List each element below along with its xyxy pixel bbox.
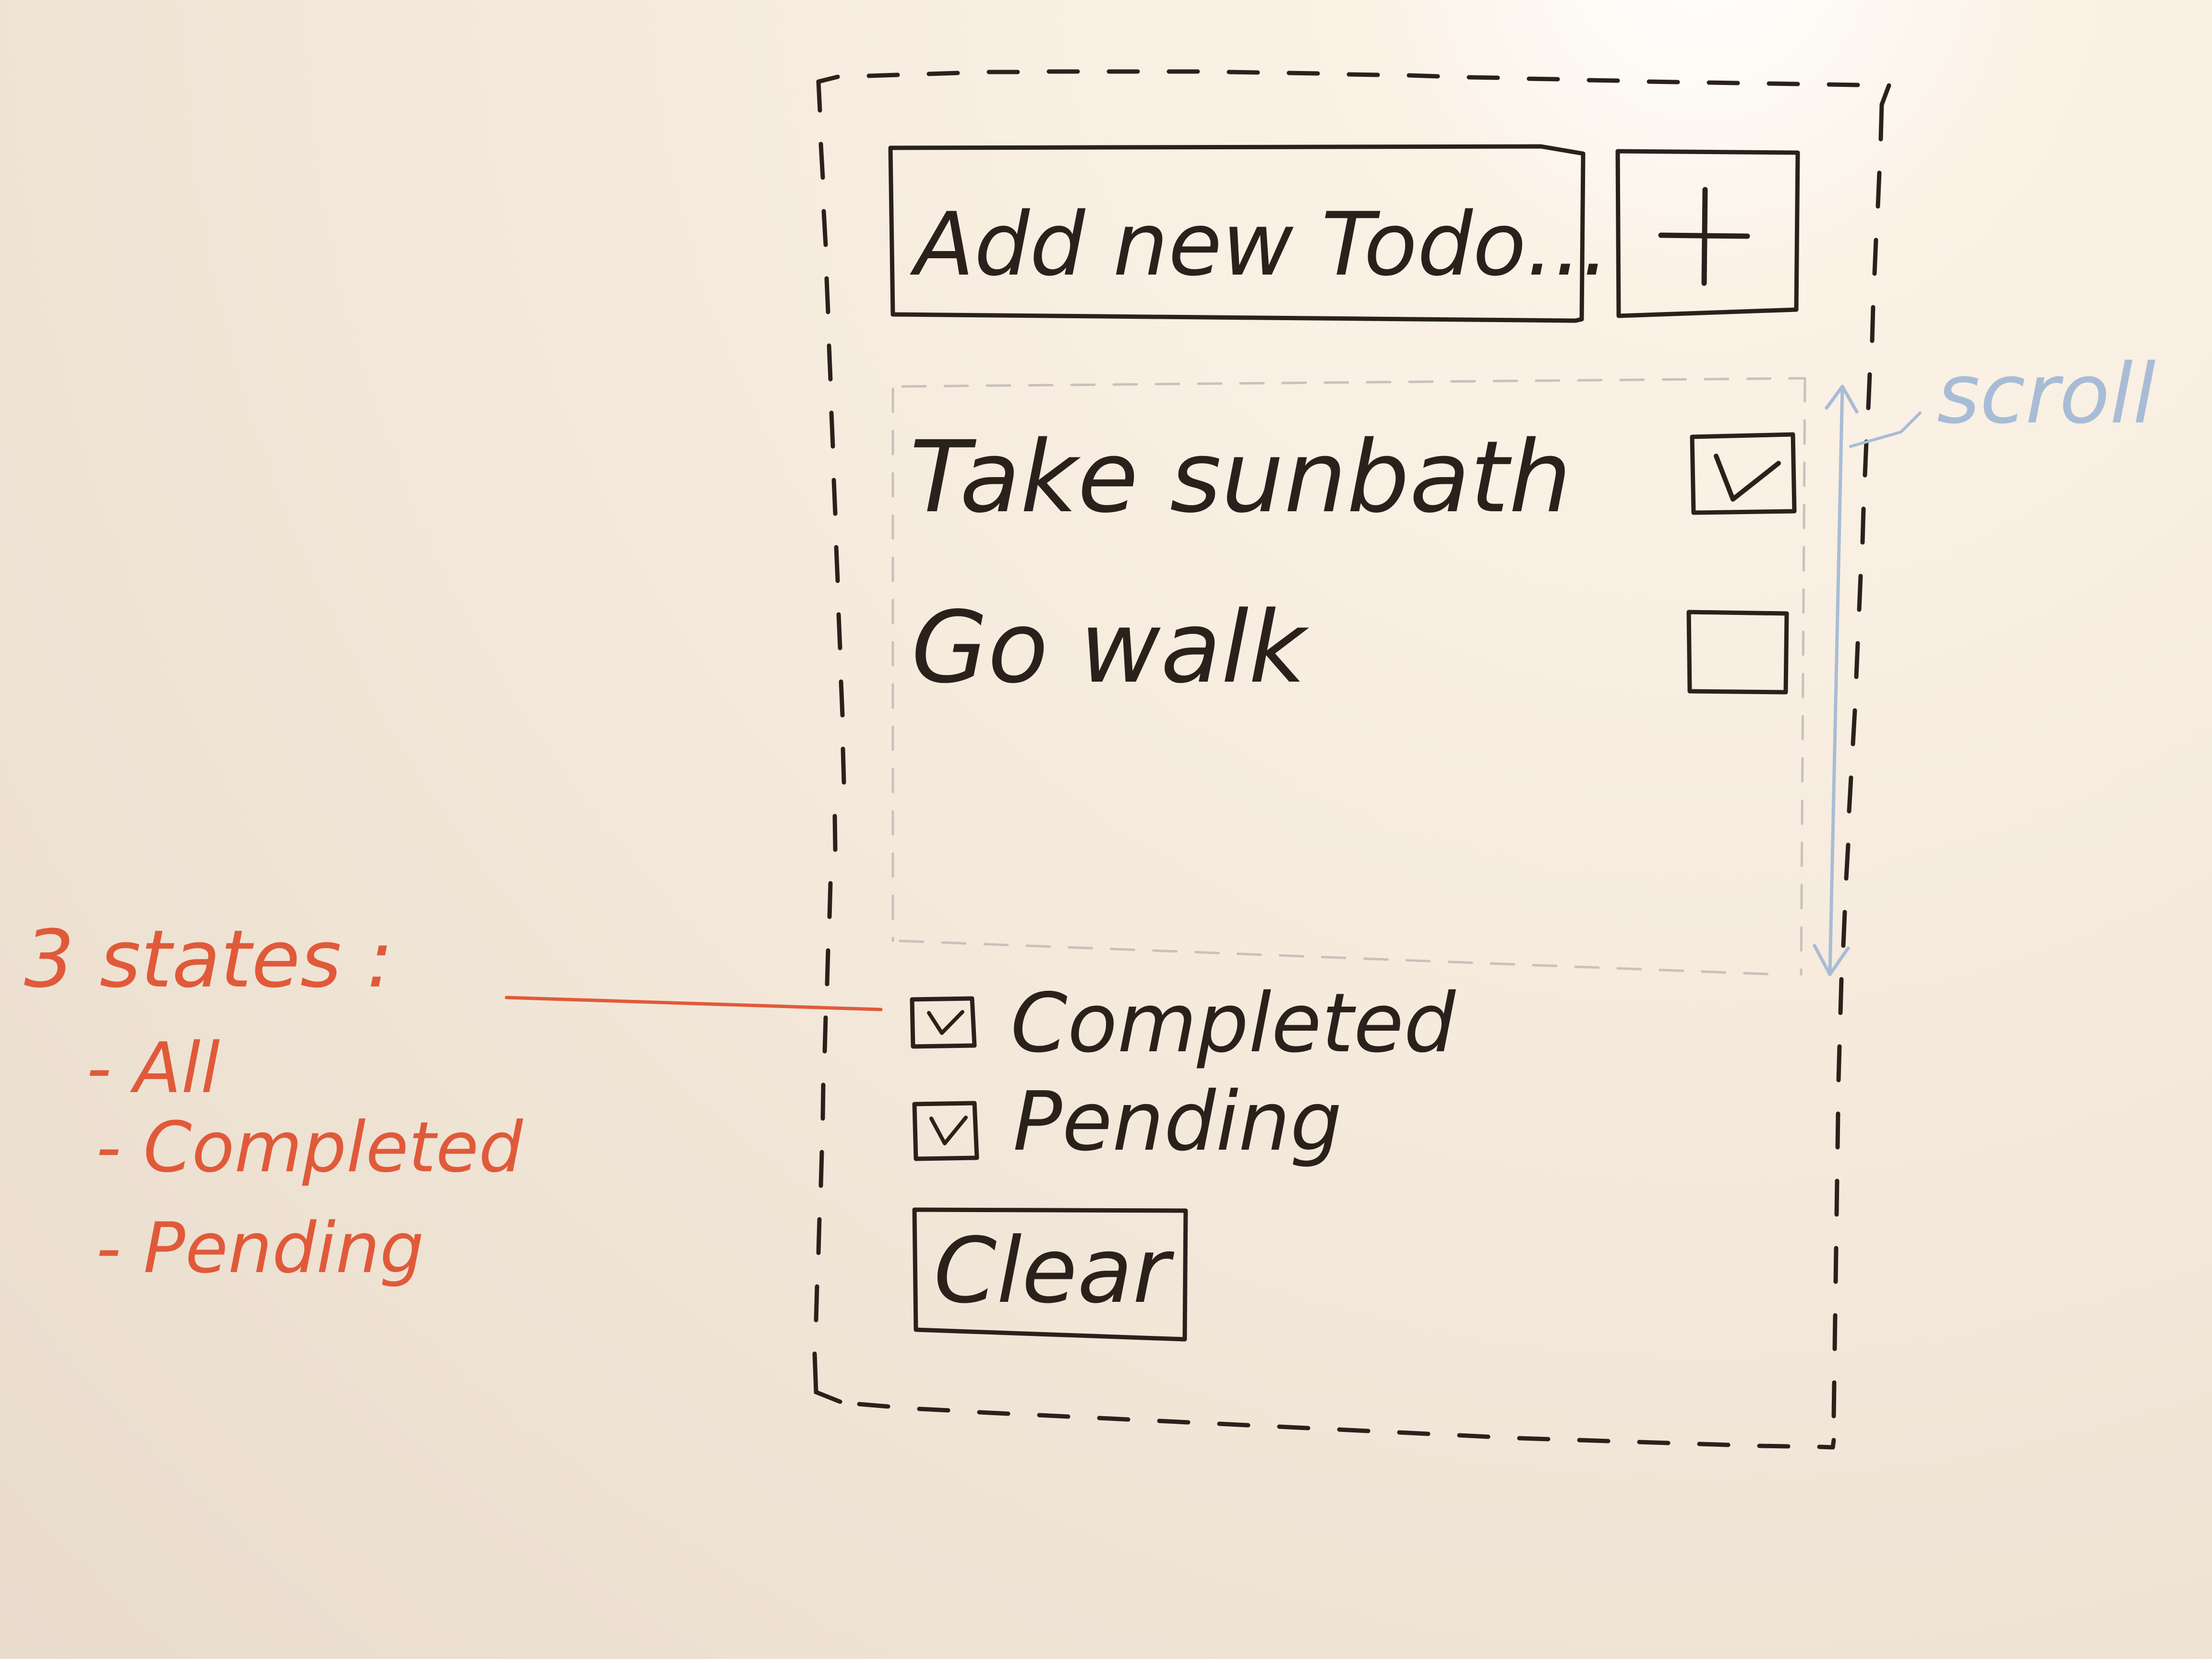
app-frame [812, 69, 1891, 1450]
scrollbar-annotation: scroll [1813, 346, 2156, 976]
scroll-label: scroll [1937, 346, 2156, 442]
state-pending: - Pending [96, 1208, 424, 1289]
filter-pending-label: Pending [1013, 1074, 1342, 1169]
clear-button[interactable]: Clear [912, 1207, 1188, 1342]
todo-item[interactable]: Take sunbath [910, 420, 1797, 535]
todo-item-text: Take sunbath [910, 420, 1572, 535]
states-connector-line [505, 996, 883, 1011]
check-icon [1714, 454, 1781, 502]
states-title: 3 states : [24, 913, 393, 1005]
new-todo-input[interactable]: Add new Todo... [888, 144, 1610, 323]
filter-pending[interactable]: Pending [912, 1074, 1342, 1169]
todo-list-scroll-area[interactable]: Take sunbath Go walk [891, 377, 1806, 976]
add-todo-button[interactable] [1615, 149, 1800, 318]
filter-completed-checkbox[interactable] [910, 996, 977, 1049]
filter-pending-checkbox[interactable] [912, 1101, 979, 1161]
filter-completed-label: Completed [1010, 976, 1456, 1071]
state-all: - All [86, 1028, 220, 1109]
states-annotation: 3 states : - All - Completed - Pending [24, 913, 883, 1289]
scroll-arrow-icon [1813, 385, 1859, 976]
todo-item-checkbox[interactable] [1686, 610, 1789, 695]
state-completed: - Completed [96, 1107, 523, 1188]
filter-completed[interactable]: Completed [910, 976, 1456, 1071]
clear-button-label: Clear [934, 1218, 1175, 1323]
todo-item[interactable]: Go walk [911, 590, 1789, 705]
plus-icon [1658, 187, 1750, 286]
check-icon [929, 1116, 968, 1145]
check-icon [927, 1010, 964, 1035]
new-todo-placeholder: Add new Todo... [910, 193, 1610, 295]
todo-item-text: Go walk [911, 590, 1310, 705]
todo-item-checkbox[interactable] [1690, 432, 1797, 515]
